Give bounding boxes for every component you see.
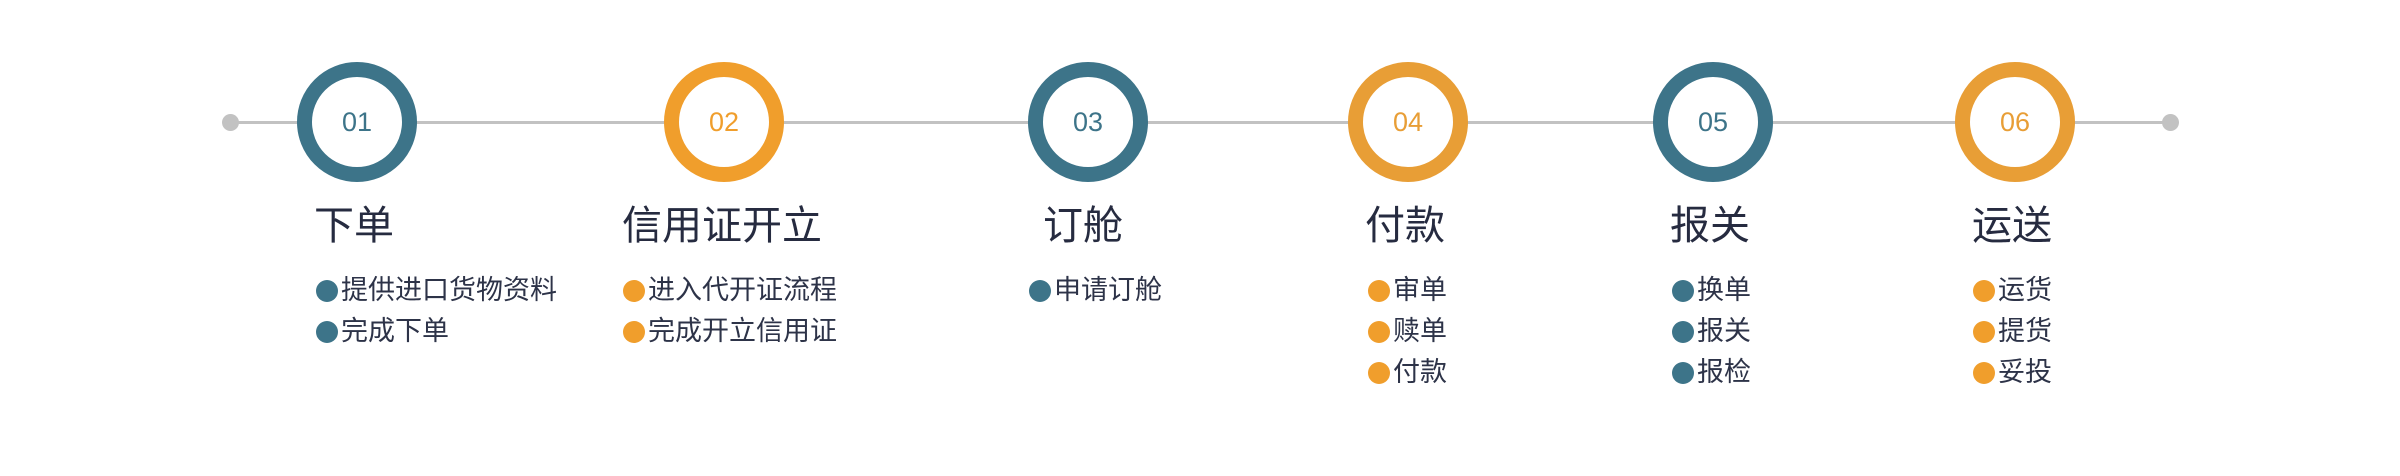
list-item: 运货: [1973, 270, 2052, 311]
step-circle-5: 05: [1653, 62, 1773, 182]
list-item-text: 换单: [1697, 275, 1751, 306]
step-list-2: 进入代开证流程 完成开立信用证: [623, 270, 837, 352]
step-title-1: 下单: [314, 203, 394, 249]
step-title-6: 运送: [1972, 203, 2052, 249]
bullet-dot-icon: [1368, 320, 1390, 343]
list-item: 报检: [1672, 352, 1751, 393]
list-item: 完成下单: [316, 311, 557, 352]
list-item-text: 妥投: [1998, 357, 2052, 388]
bullet-dot-icon: [1973, 361, 1995, 384]
list-item: 提供进口货物资料: [316, 270, 557, 311]
step-list-6: 运货 提货 妥投: [1973, 270, 2052, 393]
list-item: 审单: [1368, 270, 1447, 311]
list-item: 申请订舱: [1029, 270, 1162, 311]
list-item: 付款: [1368, 352, 1447, 393]
step-list-4: 审单 赎单 付款: [1368, 270, 1447, 393]
list-item: 完成开立信用证: [623, 311, 837, 352]
bullet-dot-icon: [1368, 361, 1390, 384]
bullet-dot-icon: [1973, 320, 1995, 343]
list-item-text: 进入代开证流程: [648, 275, 837, 306]
step-circle-2: 02: [664, 62, 784, 182]
step-number: 02: [708, 106, 740, 137]
list-item-text: 完成下单: [341, 316, 449, 347]
bullet-dot-icon: [1973, 279, 1995, 302]
bullet-dot-icon: [1029, 279, 1051, 302]
list-item-text: 报关: [1697, 316, 1751, 347]
step-number: 01: [341, 106, 373, 137]
bullet-dot-icon: [623, 320, 645, 343]
step-title-3: 订舱: [1043, 203, 1123, 249]
list-item-text: 付款: [1393, 357, 1447, 388]
step-circle-4: 04: [1348, 62, 1468, 182]
list-item-text: 申请订舱: [1054, 275, 1162, 306]
list-item-text: 报检: [1697, 357, 1751, 388]
bullet-dot-icon: [1368, 279, 1390, 302]
step-list-5: 换单 报关 报检: [1672, 270, 1751, 393]
list-item-text: 提供进口货物资料: [341, 275, 557, 306]
step-number: 05: [1697, 106, 1729, 137]
bullet-dot-icon: [623, 279, 645, 302]
step-circle-6: 06: [1955, 62, 2075, 182]
step-list-3: 申请订舱: [1029, 270, 1162, 311]
list-item-text: 运货: [1998, 275, 2052, 306]
bullet-dot-icon: [1672, 361, 1694, 384]
step-title-4: 付款: [1365, 203, 1445, 249]
list-item: 换单: [1672, 270, 1751, 311]
bullet-dot-icon: [316, 320, 338, 343]
step-list-1: 提供进口货物资料 完成下单: [316, 270, 557, 352]
list-item: 进入代开证流程: [623, 270, 837, 311]
step-number: 03: [1072, 106, 1104, 137]
list-item-text: 提货: [1998, 316, 2052, 347]
step-number: 06: [1999, 106, 2031, 137]
list-item: 赎单: [1368, 311, 1447, 352]
bullet-dot-icon: [316, 279, 338, 302]
list-item: 妥投: [1973, 352, 2052, 393]
timeline-end-dot: [2162, 114, 2179, 131]
step-number: 04: [1392, 106, 1424, 137]
list-item: 报关: [1672, 311, 1751, 352]
list-item: 提货: [1973, 311, 2052, 352]
step-circle-1: 01: [297, 62, 417, 182]
list-item-text: 完成开立信用证: [648, 316, 837, 347]
bullet-dot-icon: [1672, 279, 1694, 302]
step-title-2: 信用证开立: [622, 203, 822, 249]
list-item-text: 赎单: [1393, 316, 1447, 347]
step-title-5: 报关: [1670, 203, 1750, 249]
timeline-start-dot: [222, 114, 239, 131]
list-item-text: 审单: [1393, 275, 1447, 306]
step-circle-3: 03: [1028, 62, 1148, 182]
bullet-dot-icon: [1672, 320, 1694, 343]
timeline-line: [231, 121, 2171, 124]
